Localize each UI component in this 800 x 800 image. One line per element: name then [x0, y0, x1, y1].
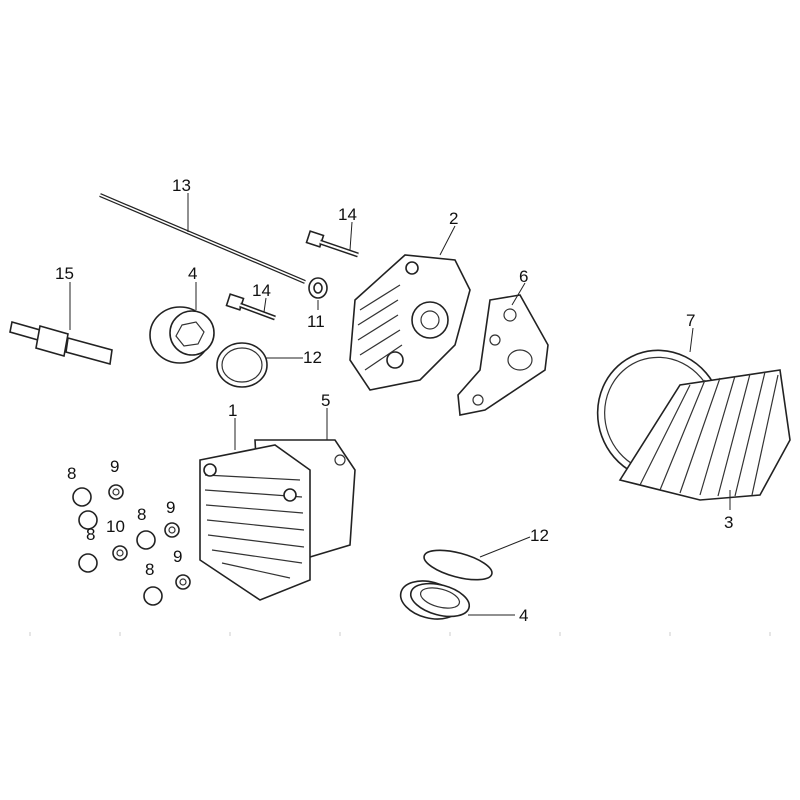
- callout-14-upper: 14: [338, 205, 357, 224]
- callout-6: 6: [519, 267, 528, 286]
- callout-9-c: 9: [173, 547, 182, 566]
- part-bolt-lower: [225, 293, 276, 321]
- callout-2: 2: [449, 209, 458, 228]
- part-o-ring-lower: [423, 549, 493, 581]
- part-cam-holder: [349, 254, 471, 391]
- callout-4-lower: 4: [519, 606, 528, 625]
- part-cylinder-head: [199, 444, 311, 601]
- callout-3: 3: [724, 513, 733, 532]
- leader-lines: [69, 193, 731, 616]
- callout-12-upper: 12: [303, 348, 322, 367]
- callout-10: 10: [106, 517, 125, 536]
- part-stud-rod: [99, 193, 306, 284]
- part-cap-lower: [399, 580, 471, 620]
- callout-11: 11: [307, 312, 325, 331]
- callout-4-upper: 4: [188, 264, 197, 283]
- part-o-ring-upper-inner: [221, 347, 263, 383]
- callout-1: 1: [228, 401, 237, 420]
- callout-12-lower: 12: [530, 526, 549, 545]
- callout-8-a: 8: [67, 464, 76, 483]
- part-washer-11: [308, 277, 328, 299]
- callout-8-b: 8: [137, 505, 146, 524]
- callout-15: 15: [55, 264, 74, 283]
- callout-9-b: 9: [166, 498, 175, 517]
- callout-8-d: 8: [145, 560, 154, 579]
- callout-8-c: 8: [86, 525, 95, 544]
- callout-5: 5: [321, 391, 330, 410]
- part-gasket-6: [457, 294, 549, 416]
- callout-14-lower: 14: [252, 281, 271, 300]
- baseline-ticks: [29, 632, 771, 636]
- callout-13: 13: [172, 176, 191, 195]
- callout-9-a: 9: [110, 457, 119, 476]
- part-cylinder-cover: [618, 369, 791, 501]
- part-cap-upper: [149, 306, 215, 364]
- part-spark-plug: [9, 320, 113, 366]
- part-o-ring-upper: [216, 342, 268, 388]
- callout-7: 7: [686, 311, 695, 330]
- part-bolt-upper: [305, 230, 359, 258]
- part-nuts-washers: [72, 484, 191, 606]
